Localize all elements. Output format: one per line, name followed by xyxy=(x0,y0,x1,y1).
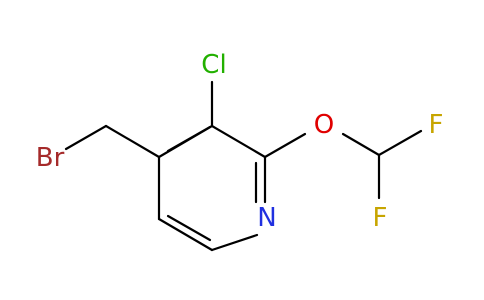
bond-c4-c3-inner xyxy=(166,125,212,153)
bond-c6-c5 xyxy=(157,217,214,252)
bond-c6-c5-inner xyxy=(166,214,212,242)
bond-c2-o xyxy=(263,132,307,159)
atom-cl: Cl xyxy=(201,50,226,80)
bond-c3-c2 xyxy=(210,124,267,159)
bond-chf2-f1 xyxy=(377,129,423,157)
atom-labels: Br Cl O F F N xyxy=(36,50,444,233)
atom-br: Br xyxy=(36,143,65,173)
bond-ch2-c4 xyxy=(104,124,161,159)
atom-f-bottom: F xyxy=(373,203,388,233)
bond-br-ch2 xyxy=(64,124,108,151)
bond-o-chf2 xyxy=(341,132,381,157)
atom-o: O xyxy=(314,110,334,140)
atom-n: N xyxy=(257,203,276,233)
bonds xyxy=(64,80,423,252)
bond-n-c6 xyxy=(210,233,259,252)
atom-f-top: F xyxy=(429,110,444,140)
